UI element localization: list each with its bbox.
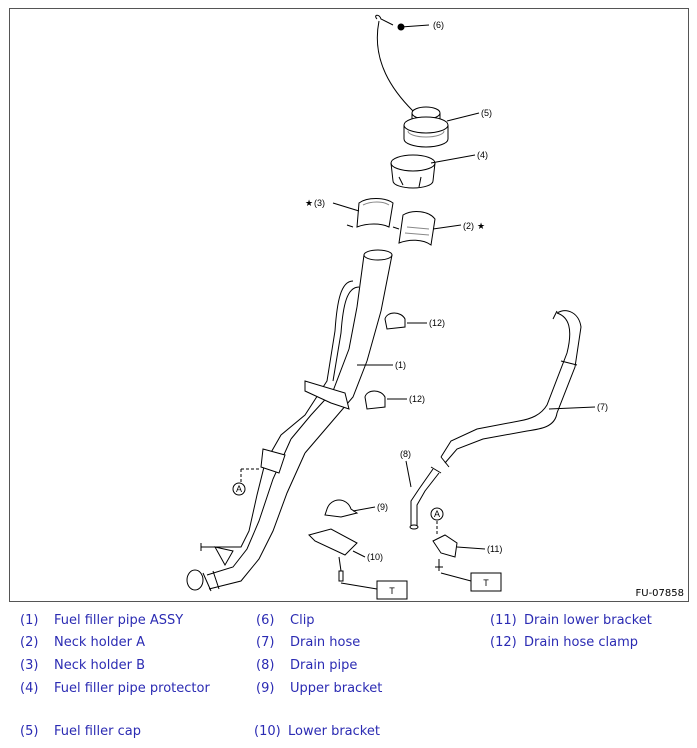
callout-3: (3) [314, 198, 325, 208]
legend-label: Fuel filler pipe protector [54, 681, 210, 696]
callout-1: (1) [395, 360, 406, 370]
legend-item: (4) Fuel filler pipe protector [20, 681, 210, 696]
star-mark-2: ★ [477, 221, 485, 231]
legend-item: (11) Drain lower bracket [490, 613, 652, 628]
callout-4: (4) [477, 150, 488, 160]
legend-label: Upper bracket [290, 681, 383, 696]
legend-number: (2) [20, 635, 39, 650]
diagram-frame: (1) (2) ★ ★ (3) (4) (5) (6) (7) (8) (9) … [9, 8, 689, 602]
callout-10: (10) [367, 552, 383, 562]
legend-item: (1) Fuel filler pipe ASSY [20, 613, 183, 628]
star-mark-3: ★ [305, 198, 313, 208]
callout-12-upper: (12) [429, 318, 445, 328]
legend-number: (9) [256, 681, 275, 696]
legend-number: (3) [20, 658, 39, 673]
legend-number: (12) [490, 635, 517, 650]
legend-item: (7) Drain hose [256, 635, 360, 650]
reference-a-right-label: A [434, 509, 440, 519]
legend-number: (11) [490, 613, 517, 628]
legend-number: (10) [254, 724, 281, 739]
legend-label: Lower bracket [288, 724, 380, 739]
drain-hose-part [440, 310, 582, 468]
legend-label: Neck holder B [54, 658, 145, 673]
fuel-filler-cap-part [403, 106, 449, 148]
fuel-filler-pipe-protector-part [390, 154, 436, 189]
torque-box-right-label: T [483, 578, 489, 588]
legend-item: (3) Neck holder B [20, 658, 145, 673]
legend-item: (2) Neck holder A [20, 635, 145, 650]
callout-2: (2) [463, 221, 474, 231]
callout-6: (6) [433, 20, 444, 30]
neck-holder-a-part [398, 211, 436, 246]
legend-number: (5) [20, 724, 39, 739]
reference-a-left-label: A [236, 484, 242, 494]
reference-a-left: A [232, 482, 246, 496]
lower-bracket-part [308, 528, 358, 582]
callout-12-lower: (12) [409, 394, 425, 404]
legend-label: Drain hose [290, 635, 361, 650]
clip-part [375, 14, 414, 112]
legend-number: (4) [20, 681, 39, 696]
leader-lines [240, 24, 596, 590]
legend-item: (12) Drain hose clamp [490, 635, 638, 650]
drain-hose-clamp-part [364, 312, 406, 410]
legend-number: (6) [256, 613, 275, 628]
upper-bracket-part [324, 499, 359, 518]
callout-7: (7) [597, 402, 608, 412]
reference-a-right: A [430, 507, 444, 521]
legend-label: Fuel filler pipe ASSY [54, 613, 184, 628]
drain-lower-bracket-part [432, 534, 458, 571]
torque-box-right: T [470, 572, 502, 592]
legend-label: Drain lower bracket [524, 613, 652, 628]
callout-8: (8) [400, 449, 411, 459]
legend-number: (7) [256, 635, 275, 650]
callout-5: (5) [481, 108, 492, 118]
legend-number: (1) [20, 613, 39, 628]
legend-label: Neck holder A [54, 635, 145, 650]
neck-holder-b-part [346, 198, 400, 230]
fuel-filler-diagram: (1) (2) ★ ★ (3) (4) (5) (6) (7) (8) (9) … [186, 14, 608, 600]
legend-item: (5) Fuel filler cap [20, 724, 141, 739]
legend-item: (8) Drain pipe [256, 658, 357, 673]
callout-9: (9) [377, 502, 388, 512]
parts-legend: (1) Fuel filler pipe ASSY (2) Neck holder … [0, 606, 697, 748]
callout-11: (11) [487, 544, 502, 554]
torque-box-left-label: T [389, 586, 395, 596]
legend-label: Fuel filler cap [54, 724, 142, 739]
legend-label: Drain hose clamp [524, 635, 639, 650]
legend-label: Drain pipe [290, 658, 358, 673]
legend-number: (8) [256, 658, 275, 673]
legend-item: (10) Lower bracket [254, 724, 380, 739]
legend-label: Clip [290, 613, 315, 628]
fuel-filler-pipe-part [186, 249, 393, 592]
drain-pipe-part [409, 466, 442, 530]
diagram-id: FU-07858 [635, 588, 685, 599]
torque-box-left: T [376, 580, 408, 600]
legend-item: (9) Upper bracket [256, 681, 382, 696]
legend-item: (6) Clip [256, 613, 315, 628]
